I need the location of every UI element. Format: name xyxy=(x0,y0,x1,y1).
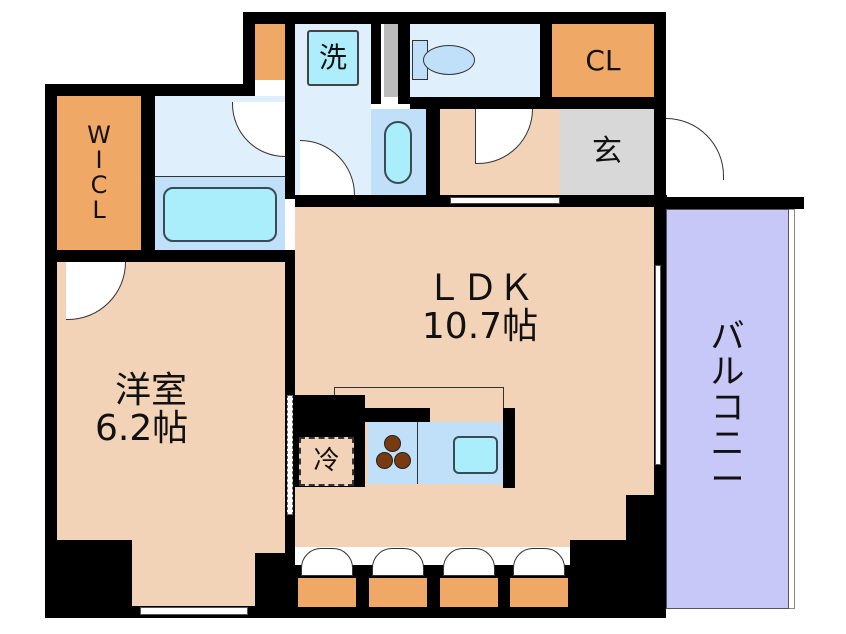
balcony-railing xyxy=(789,209,795,609)
balcony-wall xyxy=(666,197,804,209)
storage-1[interactable] xyxy=(298,578,356,607)
storage-3[interactable] xyxy=(440,578,498,607)
walk-in-closet: W I C L xyxy=(57,96,141,250)
wall xyxy=(540,24,552,104)
western-name: 洋室 xyxy=(115,370,188,411)
western-room-window[interactable] xyxy=(140,607,248,615)
entrance: 玄 xyxy=(560,109,654,195)
balcony-char: ー xyxy=(710,459,745,500)
entrance-label: 玄 xyxy=(592,134,622,170)
storage-4[interactable] xyxy=(510,578,568,607)
kitchen-sink xyxy=(453,436,498,474)
ldk-window[interactable] xyxy=(655,265,661,465)
closet: CL xyxy=(552,24,654,97)
stove-burner-icon xyxy=(394,452,411,469)
partition xyxy=(384,24,398,97)
closet-label: CL xyxy=(585,43,621,77)
wall xyxy=(141,84,155,254)
storage-2[interactable] xyxy=(369,578,427,607)
washer-label: 洗 xyxy=(318,41,347,75)
wall xyxy=(410,97,654,109)
sink-basin xyxy=(384,121,412,184)
wall xyxy=(426,104,440,199)
storage-door-3[interactable] xyxy=(443,548,495,576)
ldk-label: ＬＤＫ 10.7帖 xyxy=(380,270,580,346)
outer-wall-top xyxy=(243,12,665,24)
wic-char: I xyxy=(95,145,103,174)
front-door[interactable] xyxy=(666,118,724,180)
stove-counter xyxy=(368,422,418,484)
storage-door-1[interactable] xyxy=(301,548,353,576)
wall xyxy=(285,24,295,199)
kitchen-wall xyxy=(360,408,430,422)
balcony-char: コ xyxy=(710,388,745,429)
western-label: 洋室 6.2帖 xyxy=(95,372,255,448)
sliding-door[interactable] xyxy=(450,197,560,204)
toilet-bowl-icon xyxy=(423,45,475,75)
wic-char: W xyxy=(87,120,111,149)
wall xyxy=(371,24,381,104)
stove-burner-icon xyxy=(376,452,393,469)
wall xyxy=(570,540,654,610)
wall xyxy=(57,540,132,610)
wall xyxy=(255,553,287,610)
wall xyxy=(398,24,410,104)
fridge-label: 冷 xyxy=(313,445,340,476)
balcony-char: ニ xyxy=(710,423,745,464)
balcony-char: ル xyxy=(710,352,745,393)
ldk-room xyxy=(295,207,654,547)
storage-door-2[interactable] xyxy=(372,548,424,576)
kitchen-wall xyxy=(503,408,515,488)
balcony: バ ル コ ニ ー xyxy=(666,209,789,609)
storage-door-4[interactable] xyxy=(513,548,565,576)
balcony-char: バ xyxy=(710,316,745,357)
outer-wall-left xyxy=(45,84,57,614)
ldk-name: ＬＤＫ xyxy=(425,268,534,309)
fridge-space: 冷 xyxy=(299,437,354,486)
stove-burner-icon xyxy=(384,435,401,452)
western-size: 6.2帖 xyxy=(95,407,189,449)
bathtub xyxy=(163,187,277,242)
wic-char: L xyxy=(92,196,106,225)
western-room-sliding-door[interactable] xyxy=(287,395,293,515)
outer-wall-left-upper xyxy=(243,12,255,92)
washer-space: 洗 xyxy=(307,30,359,86)
wall xyxy=(45,250,295,262)
small-storage xyxy=(255,24,285,80)
ldk-size: 10.7帖 xyxy=(421,305,539,347)
wic-char: C xyxy=(90,171,108,199)
